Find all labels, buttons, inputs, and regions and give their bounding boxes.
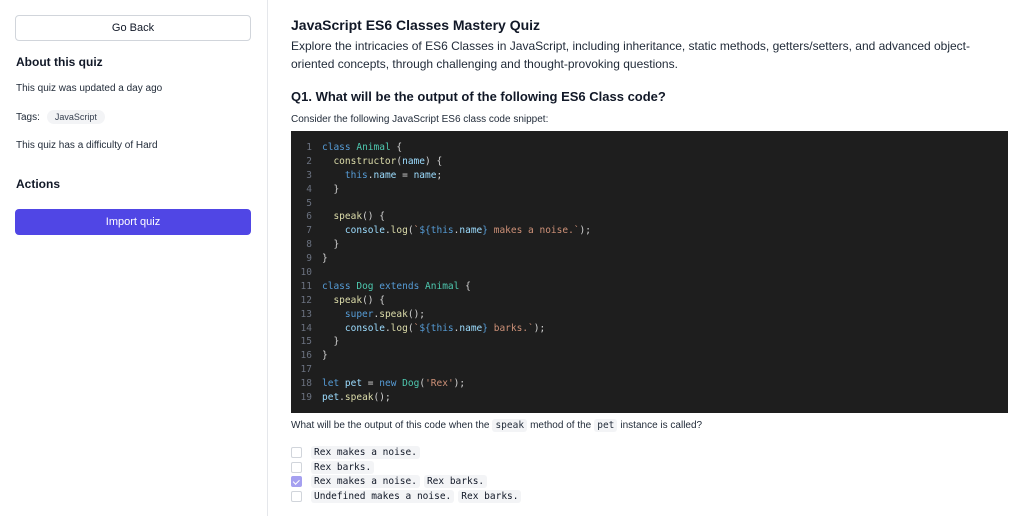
code-line: 7 console.log(`${this.name} makes a nois…: [291, 224, 591, 238]
line-number: 16: [300, 350, 312, 362]
line-number: 9: [306, 253, 312, 265]
prompt-suffix: instance is called?: [620, 420, 703, 431]
line-number: 10: [300, 267, 312, 279]
code-line: 17: [291, 363, 591, 377]
answer-option[interactable]: Undefined makes a noise.Rex barks.: [291, 489, 525, 504]
prompt-code-pet: pet: [594, 419, 618, 432]
line-number: 17: [300, 364, 312, 376]
tag-javascript[interactable]: JavaScript: [46, 110, 105, 124]
answer-code-chip: Rex barks.: [311, 460, 375, 474]
code-line: 15 }: [291, 335, 591, 349]
code-line: 10: [291, 266, 591, 280]
about-heading: About this quiz: [16, 55, 103, 69]
line-number: 19: [300, 392, 312, 404]
prompt-code-speak: speak: [492, 419, 528, 432]
line-number: 1: [306, 142, 312, 153]
code-text: speak() {: [333, 294, 385, 306]
line-number: 12: [300, 294, 312, 306]
code-text: }: [322, 253, 328, 265]
answer-option[interactable]: Rex barks.: [291, 460, 525, 475]
answer-options: Rex makes a noise.Rex barks.Rex makes a …: [291, 445, 525, 504]
prompt-prefix: What will be the output of this code whe…: [291, 420, 490, 431]
checkbox[interactable]: [291, 490, 302, 502]
code-text: let pet = new Dog('Rex');: [322, 378, 466, 390]
answer-option[interactable]: Rex makes a noise.Rex barks.: [291, 474, 525, 489]
line-number: 13: [300, 308, 312, 320]
answer-code-chip: Rex barks.: [423, 475, 488, 489]
code-line: 18 let pet = new Dog('Rex');: [291, 377, 591, 391]
line-number: 3: [306, 169, 312, 181]
code-line: 8 }: [291, 238, 591, 252]
answer-option-label: Rex makes a noise.Rex barks.: [311, 475, 491, 489]
answer-option[interactable]: Rex makes a noise.: [291, 445, 525, 460]
answer-code-chip: Rex makes a noise.: [311, 445, 420, 459]
line-number: 5: [306, 197, 312, 209]
line-number: 11: [300, 280, 312, 292]
line-number: 15: [300, 336, 312, 348]
code-line: 6 speak() {: [291, 210, 591, 224]
updated-text: This quiz was updated a day ago: [16, 83, 163, 94]
code-line: 3 this.name = name;: [291, 169, 591, 183]
line-number: 14: [300, 322, 312, 334]
code-text: }: [322, 350, 328, 362]
question-intro: Consider the following JavaScript ES6 cl…: [291, 114, 549, 125]
line-number: 8: [306, 239, 312, 251]
tags-label: Tags:: [16, 111, 40, 123]
code-line: 5: [291, 197, 591, 211]
code-text: this.name = name;: [344, 169, 443, 181]
question-prompt: What will be the output of this code whe…: [291, 419, 702, 432]
quiz-description: Explore the intricacies of ES6 Classes i…: [291, 39, 971, 71]
answer-code-chip: Rex makes a noise.: [311, 475, 420, 489]
checkbox[interactable]: [291, 461, 302, 473]
code-line: 16}: [291, 349, 591, 363]
code-line: 14 console.log(`${this.name} barks.`);: [291, 322, 591, 336]
code-text: }: [322, 239, 340, 251]
code-line: 2 constructor(name) {: [291, 155, 591, 169]
line-number: 4: [306, 183, 312, 195]
code-line: 4 }: [291, 183, 591, 197]
checkbox-checked[interactable]: [291, 476, 302, 488]
code-text: pet.speak();: [322, 392, 391, 404]
code-line: 12 speak() {: [291, 294, 591, 308]
line-number: 6: [306, 211, 312, 223]
code-text: }: [322, 336, 340, 348]
sidebar: Go Back About this quiz This quiz was up…: [0, 0, 268, 516]
code-line: 9}: [291, 252, 591, 266]
code-text: class Dog extends Animal {: [322, 280, 471, 292]
line-number: 2: [306, 155, 312, 167]
code-text: speak() {: [333, 211, 385, 223]
code-text: }: [322, 183, 340, 195]
answer-code-chip: Undefined makes a noise.: [311, 489, 455, 503]
difficulty-text: This quiz has a difficulty of Hard: [16, 140, 158, 151]
code-text: console.log(`${this.name} makes a noise.…: [344, 225, 591, 237]
code-line: 19 pet.speak();: [291, 391, 591, 405]
tags-row: Tags: JavaScript: [16, 110, 105, 124]
code-line: 11 class Dog extends Animal {: [291, 280, 591, 294]
code-text: constructor(name) {: [333, 155, 443, 167]
code-text: class Animal {: [322, 142, 403, 153]
answer-code-chip: Rex barks.: [458, 489, 522, 503]
quiz-title: JavaScript ES6 Classes Mastery Quiz: [291, 17, 541, 33]
prompt-mid: method of the: [530, 420, 592, 431]
line-number: 7: [306, 225, 312, 237]
code-line: 13 super.speak();: [291, 308, 591, 322]
actions-heading: Actions: [16, 177, 61, 191]
line-number: 18: [300, 378, 312, 390]
code-line: 1 class Animal {: [291, 141, 591, 155]
go-back-button[interactable]: Go Back: [15, 15, 251, 41]
question-title: Q1. What will be the output of the follo…: [291, 89, 666, 104]
code-text: super.speak();: [344, 308, 426, 320]
code-text: console.log(`${this.name} barks.`);: [344, 322, 546, 334]
answer-option-label: Undefined makes a noise.Rex barks.: [311, 489, 525, 503]
answer-option-label: Rex barks.: [311, 460, 378, 474]
answer-option-label: Rex makes a noise.: [311, 445, 424, 459]
checkbox[interactable]: [291, 446, 302, 458]
import-quiz-button[interactable]: Import quiz: [15, 209, 251, 235]
